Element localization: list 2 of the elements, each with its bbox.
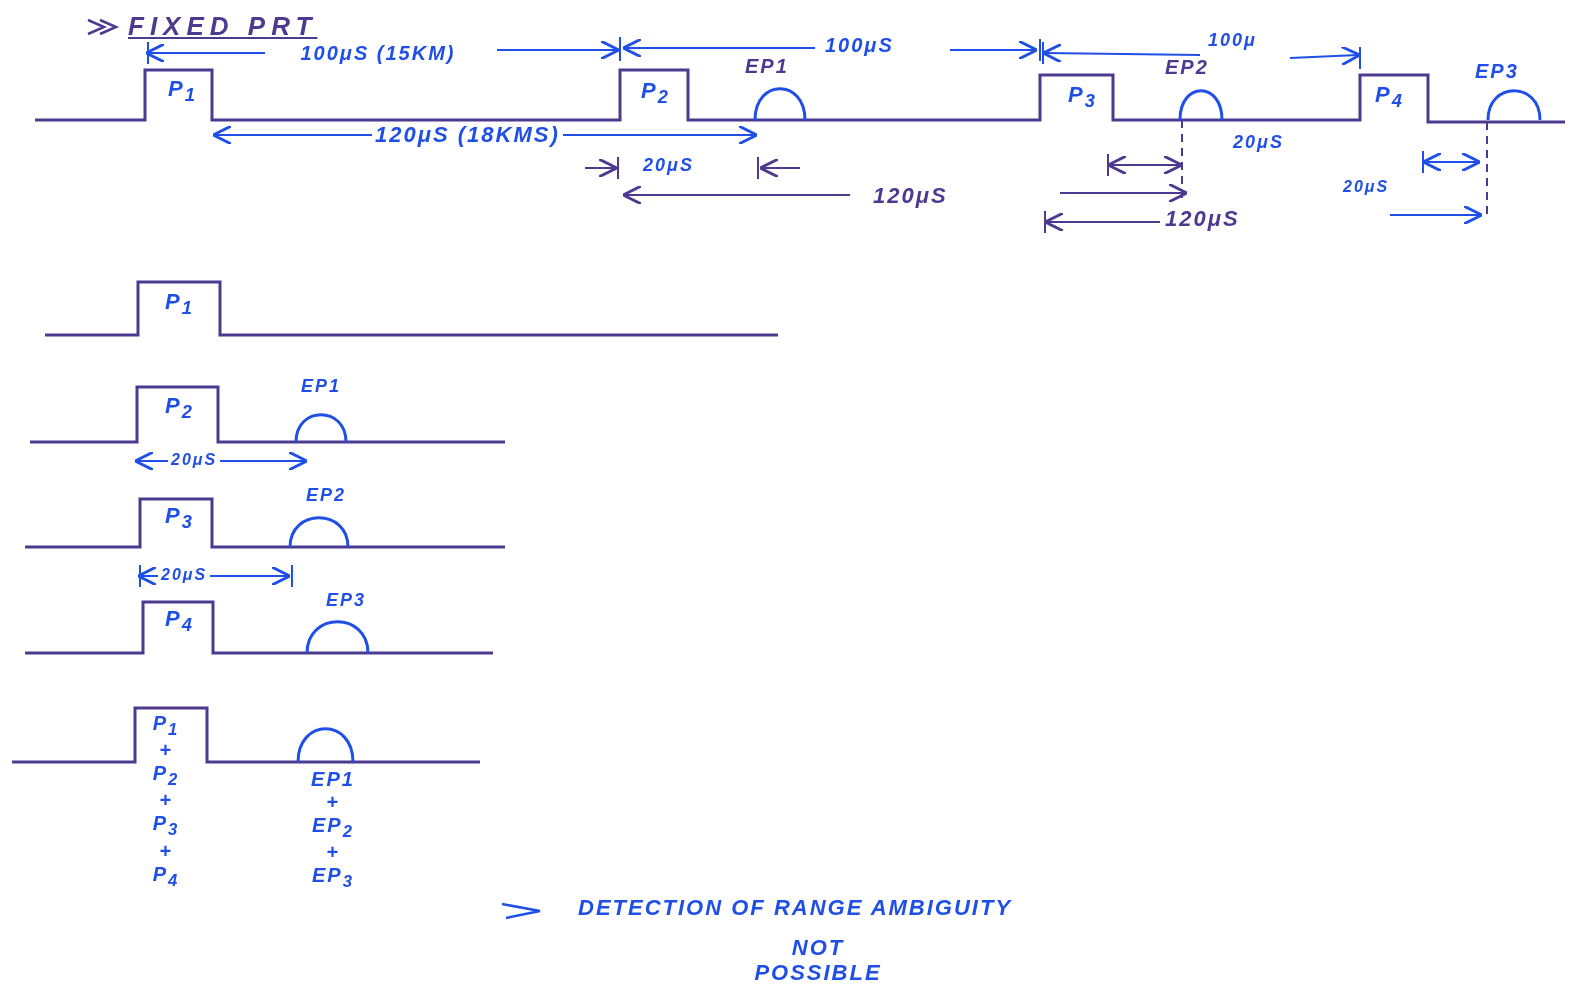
time-label: 20μS — [158, 566, 211, 585]
time-label: 20μS — [168, 451, 221, 470]
